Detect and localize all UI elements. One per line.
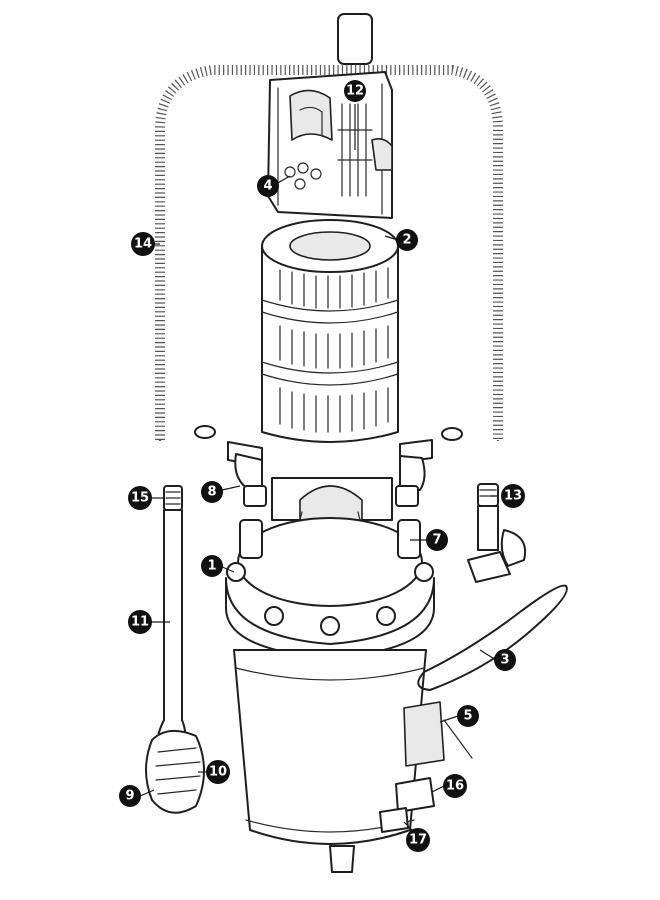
svg-text:17: 17 <box>409 833 427 848</box>
svg-text:1: 1 <box>207 559 216 574</box>
svg-text:2: 2 <box>402 233 411 248</box>
filter-baskets <box>261 219 399 443</box>
intake-strainer <box>145 729 205 814</box>
callout-17: 17 <box>406 828 430 852</box>
tray-clip <box>289 89 333 141</box>
svg-text:10: 10 <box>209 765 227 780</box>
canister-foot <box>329 845 355 873</box>
drain-valve <box>379 807 409 833</box>
svg-text:7: 7 <box>432 533 441 548</box>
svg-text:4: 4 <box>263 179 272 194</box>
callout-9: 9 <box>119 785 141 807</box>
o-ring-seal <box>417 584 568 691</box>
svg-text:3: 3 <box>500 653 509 668</box>
callout-10: 10 <box>206 760 230 784</box>
clamp-left <box>194 425 216 439</box>
callout-12: 12 <box>344 80 366 102</box>
handle-latch <box>403 701 445 767</box>
spray-fitting <box>467 483 526 583</box>
callouts: 12 4 2 14 8 15 13 7 1 11 3 5 10 9 16 17 <box>119 80 525 852</box>
svg-text:14: 14 <box>134 237 152 252</box>
callout-16: 16 <box>443 774 467 798</box>
tray-comb <box>337 103 373 197</box>
callout-15: 15 <box>128 486 152 510</box>
impeller-housing <box>299 485 363 521</box>
callout-5: 5 <box>457 705 479 727</box>
callout-14: 14 <box>131 232 155 256</box>
hose-assembly <box>155 13 503 441</box>
callout-8: 8 <box>201 481 223 503</box>
callout-13: 13 <box>501 484 525 508</box>
valve-left <box>194 425 267 507</box>
svg-text:15: 15 <box>131 491 149 506</box>
svg-text:13: 13 <box>504 489 522 504</box>
clamp-right <box>441 427 463 441</box>
top-outlet-pipe <box>337 13 373 65</box>
callout-1: 1 <box>201 555 223 577</box>
callout-4: 4 <box>257 175 279 197</box>
svg-text:8: 8 <box>207 485 216 500</box>
intake-assembly <box>145 485 205 814</box>
media-tray-top <box>267 71 393 219</box>
svg-text:11: 11 <box>131 615 149 630</box>
callout-7: 7 <box>426 529 448 551</box>
svg-text:16: 16 <box>446 779 464 794</box>
svg-text:12: 12 <box>346 84 364 99</box>
inlet-port <box>239 519 263 559</box>
svg-text:5: 5 <box>463 709 472 724</box>
drain-block <box>395 777 435 813</box>
outlet-port <box>397 519 421 559</box>
canister-head <box>225 477 435 659</box>
callout-11: 11 <box>128 610 152 634</box>
callout-2: 2 <box>396 229 418 251</box>
valve-right <box>395 427 463 507</box>
canister-body <box>233 649 473 873</box>
svg-text:9: 9 <box>125 789 134 804</box>
callout-3: 3 <box>494 649 516 671</box>
